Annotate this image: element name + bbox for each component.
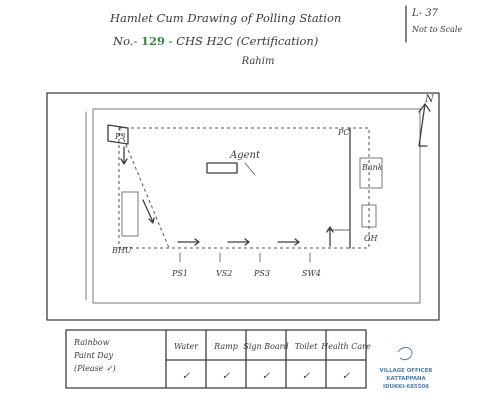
route-arrow-down-icon — [120, 146, 128, 165]
title-line-3: Rahim — [241, 56, 275, 67]
building-top-left-icon — [107, 124, 129, 145]
legend-tick-sign-board: ✓ — [262, 371, 271, 382]
station-label-1: PS1 — [171, 269, 188, 278]
legend-border — [65, 329, 367, 389]
legend-col-ramp: Ramp — [213, 342, 238, 351]
outer-frame — [46, 92, 440, 321]
route-arrow-1-icon — [177, 238, 200, 246]
legend-tick-water: ✓ — [182, 371, 191, 382]
tank-right-icon — [361, 204, 377, 228]
legend-tick-health-care: ✓ — [342, 371, 351, 382]
stamp-line-3: IDUKKI-685508 — [383, 384, 429, 390]
title-line-2: No.- 129 - CHS H2C (Certification) — [112, 34, 318, 48]
booth-label: Agent — [229, 150, 261, 161]
north-label: N — [424, 94, 435, 105]
title-line-1: Hamlet Cum Drawing of Polling Station — [109, 11, 341, 25]
road-loop — [118, 127, 370, 249]
station-label-2: VS2 — [216, 269, 232, 278]
tag-right-top: Bank — [361, 163, 383, 172]
station-label-3: PS3 — [253, 269, 270, 278]
booth-icon — [206, 162, 238, 174]
legend-row-label-2: Paint Day — [73, 351, 113, 360]
tag-top-right: PC — [337, 128, 350, 137]
official-stamp: VILLAGE OFFICER KATTAPPANA IDUKKI-685508 — [380, 347, 434, 390]
station-number: 129 — [141, 34, 165, 48]
route-arrow-diagonal-icon — [142, 199, 155, 224]
legend-tick-ramp: ✓ — [222, 371, 231, 382]
scale-line-2: Not to Scale — [411, 25, 462, 34]
stamp-line-1: VILLAGE OFFICER — [380, 368, 434, 374]
building-left-icon — [121, 191, 139, 237]
inner-frame — [92, 108, 421, 304]
legend-col-water: Water — [174, 342, 199, 351]
title-suffix: - CHS H2C (Certification) — [169, 34, 319, 48]
tag-top-left: P3 — [114, 132, 125, 141]
route-arrow-3-icon — [277, 238, 300, 246]
north-arrow-icon — [418, 103, 431, 147]
legend-table — [65, 329, 367, 389]
route-arrow-up-icon — [326, 226, 334, 247]
tag-right-bottom: OH — [364, 234, 379, 243]
legend-row-label-3: (Please ✓) — [74, 364, 116, 373]
stamp-signature-icon — [397, 347, 413, 361]
legend-tick-toilet: ✓ — [302, 371, 311, 382]
legend-col-toilet: Toilet — [295, 342, 318, 351]
legend-col-sign-board: Sign Board — [243, 342, 288, 351]
legend-row-label-1: Rainbow — [73, 338, 110, 347]
route-arrow-2-icon — [227, 238, 250, 246]
title-prefix: No.- — [112, 34, 137, 48]
legend-col-health-care: Health Care — [320, 342, 371, 351]
station-label-4: SW4 — [302, 269, 321, 278]
diagonal-road — [118, 127, 170, 249]
stamp-line-2: KATTAPPANA — [386, 376, 426, 382]
booth-marker-icon — [244, 162, 256, 176]
scale-line-1: L- 37 — [411, 8, 439, 19]
tag-left: BHU — [111, 246, 132, 255]
building-right-icon — [359, 157, 383, 189]
